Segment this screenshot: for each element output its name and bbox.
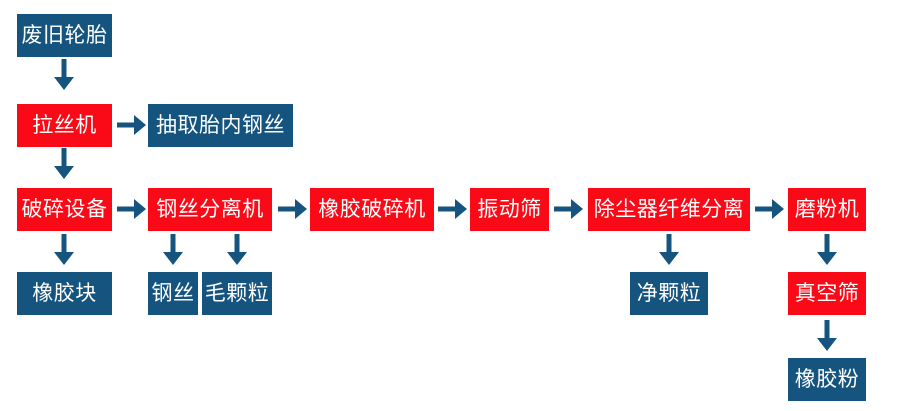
arrow-down-icon [53, 148, 75, 182]
arrow-right-icon [117, 114, 147, 136]
arrow-down-icon [53, 234, 75, 268]
arrow-down-icon [658, 234, 680, 268]
arrow-right-icon [554, 198, 584, 220]
arrow-down-icon [53, 59, 75, 93]
flow-node-n7: 振动筛 [470, 188, 549, 231]
flow-node-n1: 废旧轮胎 [17, 14, 112, 57]
arrow-down-icon [162, 234, 184, 268]
flow-node-n15: 橡胶粉 [788, 358, 866, 401]
arrow-right-icon [755, 198, 785, 220]
flow-node-n9: 磨粉机 [788, 188, 866, 231]
flow-node-n8: 除尘器纤维分离 [588, 188, 750, 231]
flow-node-n11: 钢丝 [148, 272, 198, 315]
flow-node-n3: 抽取胎内钢丝 [148, 104, 293, 147]
arrow-right-icon [278, 198, 308, 220]
flow-node-n2: 拉丝机 [17, 104, 112, 147]
flow-node-n5: 钢丝分离机 [148, 188, 272, 231]
arrow-right-icon [117, 198, 147, 220]
flow-node-n14: 真空筛 [788, 272, 866, 315]
arrow-down-icon [816, 320, 838, 354]
arrow-down-icon [816, 234, 838, 268]
arrow-right-icon [438, 198, 468, 220]
flow-node-n12: 毛颗粒 [202, 272, 272, 315]
flow-node-n6: 橡胶破碎机 [310, 188, 434, 231]
arrow-down-icon [226, 234, 248, 268]
flow-node-n4: 破碎设备 [17, 188, 112, 231]
flow-node-n10: 橡胶块 [17, 272, 112, 315]
flow-node-n13: 净颗粒 [630, 272, 708, 315]
